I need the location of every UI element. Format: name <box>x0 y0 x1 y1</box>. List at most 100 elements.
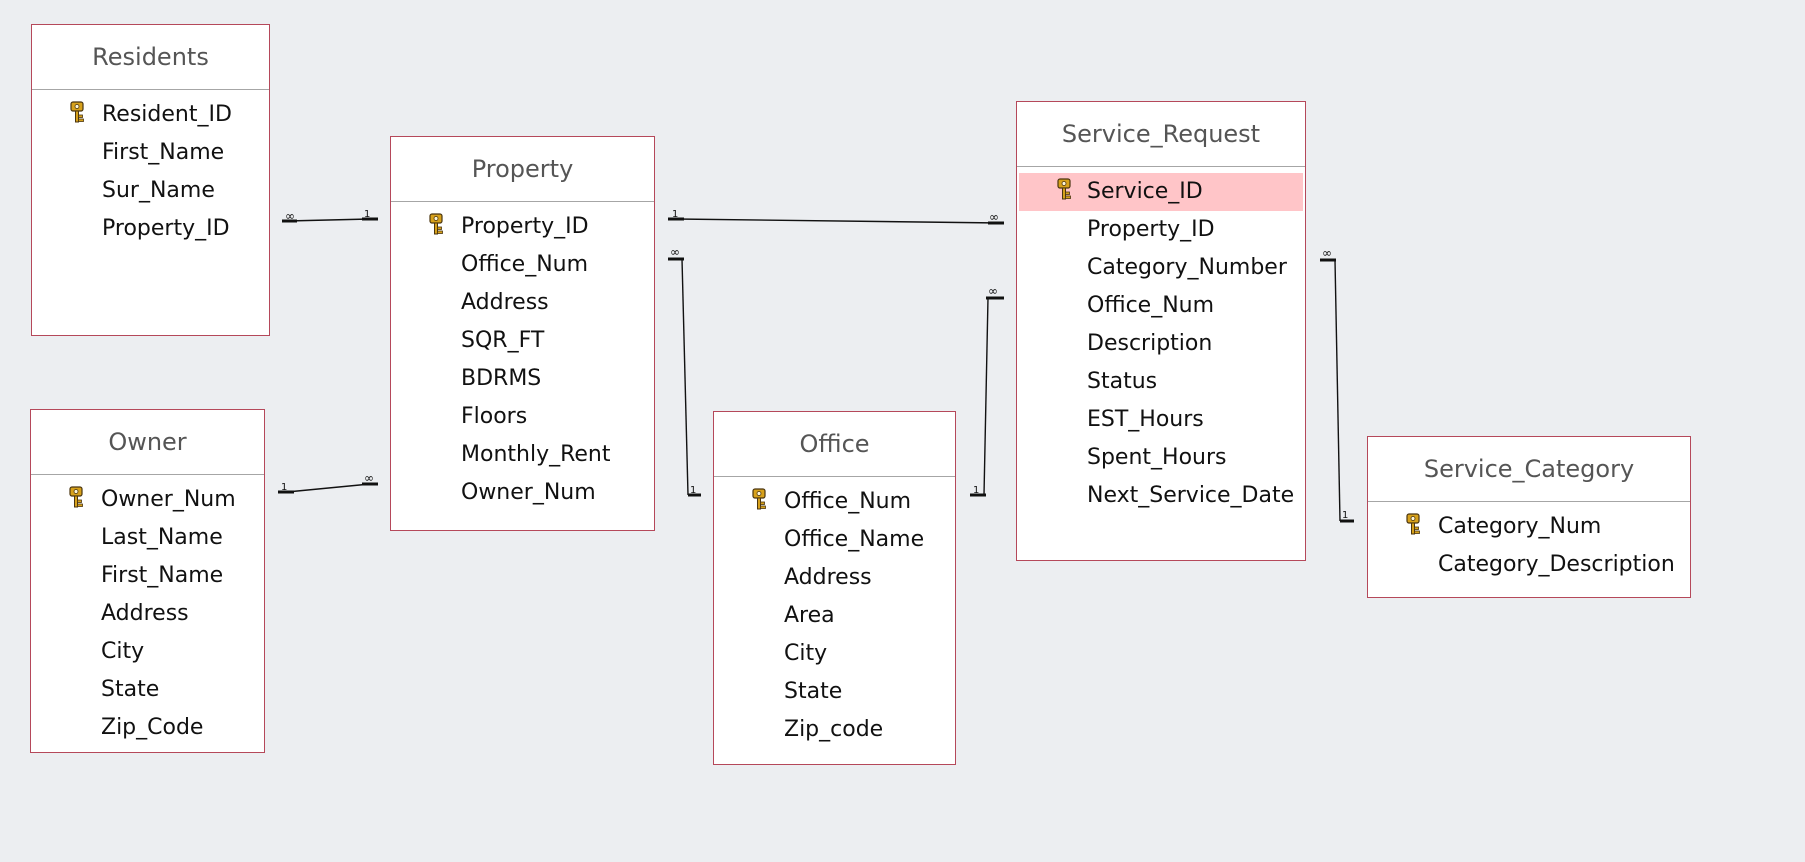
field-sur-name[interactable]: Sur_Name <box>32 172 269 210</box>
field-label: Spent_Hours <box>1087 445 1227 470</box>
field-status[interactable]: Status <box>1017 363 1305 401</box>
field-owner-num[interactable]: Owner_Num <box>391 474 654 512</box>
service-request-service-category-line[interactable] <box>1334 259 1341 522</box>
primary-key-icon <box>1406 513 1420 535</box>
office-one-symbol: 1 <box>690 485 696 496</box>
property-table[interactable]: Property Property_ID Office_Num Address … <box>390 136 655 531</box>
primary-key-icon <box>1057 178 1071 200</box>
field-category-description[interactable]: Category_Description <box>1368 546 1690 584</box>
field-label: Address <box>461 290 549 315</box>
field-floors[interactable]: Floors <box>391 398 654 436</box>
field-city[interactable]: City <box>714 635 955 673</box>
field-label: Floors <box>461 404 528 429</box>
service-request-many-symbol-2: ∞ <box>988 284 998 298</box>
field-label: Category_Number <box>1087 255 1287 280</box>
field-property-id[interactable]: Property_ID <box>1017 211 1305 249</box>
office-one-symbol-2: 1 <box>973 485 979 496</box>
field-label: Monthly_Rent <box>461 442 611 467</box>
field-label: Property_ID <box>102 216 230 241</box>
field-label: Owner_Num <box>461 480 596 505</box>
office-service-request-line[interactable] <box>983 297 989 496</box>
table-title[interactable]: Residents <box>32 25 269 90</box>
service-category-table[interactable]: Service_Category Category_Num Category_D… <box>1367 436 1691 598</box>
field-area[interactable]: Area <box>714 597 955 635</box>
residents-table[interactable]: Residents Resident_ID First_Name Sur_Nam… <box>31 24 270 336</box>
field-address[interactable]: Address <box>391 284 654 322</box>
field-property-id[interactable]: Property_ID <box>391 208 654 246</box>
field-label: Address <box>101 601 189 626</box>
field-office-name[interactable]: Office_Name <box>714 521 955 559</box>
field-label: Office_Num <box>784 489 912 514</box>
field-label: First_Name <box>101 563 224 588</box>
field-first-name[interactable]: First_Name <box>32 134 269 172</box>
field-zip-code[interactable]: Zip_code <box>714 711 955 749</box>
field-resident-id[interactable]: Resident_ID <box>32 96 269 134</box>
office-table[interactable]: Office Office_Num Office_Name Address Ar… <box>713 411 956 765</box>
field-zip-code[interactable]: Zip_Code <box>31 709 264 747</box>
table-title[interactable]: Service_Request <box>1017 102 1305 167</box>
field-address[interactable]: Address <box>714 559 955 597</box>
field-state[interactable]: State <box>31 671 264 709</box>
field-category-number[interactable]: Category_Number <box>1017 249 1305 287</box>
field-description[interactable]: Description <box>1017 325 1305 363</box>
field-label: BDRMS <box>461 366 542 391</box>
field-property-id[interactable]: Property_ID <box>32 210 269 248</box>
field-label: Owner_Num <box>101 487 236 512</box>
office-service-request-relationship[interactable]: 1 ∞ <box>970 284 1004 497</box>
owner-property-line[interactable] <box>286 483 371 493</box>
field-label: State <box>784 679 843 704</box>
field-list: Property_ID Office_Num Address SQR_FT BD… <box>391 202 654 512</box>
field-label: EST_Hours <box>1087 407 1204 432</box>
table-title[interactable]: Service_Category <box>1368 437 1690 502</box>
property-office-line[interactable] <box>681 258 689 496</box>
property-service-request-line[interactable] <box>675 218 1002 224</box>
field-category-num[interactable]: Category_Num <box>1368 508 1690 546</box>
field-list: Owner_Num Last_Name First_Name Address C… <box>31 475 264 747</box>
field-last-name[interactable]: Last_Name <box>31 519 264 557</box>
field-label: Description <box>1087 331 1213 356</box>
property-service-request-relationship[interactable]: 1 ∞ <box>668 209 1004 225</box>
service-request-table[interactable]: Service_Request Service_ID Property_ID C… <box>1016 101 1306 561</box>
primary-key-icon <box>429 213 443 235</box>
field-city[interactable]: City <box>31 633 264 671</box>
field-service-id[interactable]: Service_ID <box>1019 173 1303 211</box>
owner-table[interactable]: Owner Owner_Num Last_Name First_Name Add… <box>30 409 265 753</box>
residents-property-line[interactable] <box>286 218 371 222</box>
field-label: Last_Name <box>101 525 223 550</box>
field-bdrms[interactable]: BDRMS <box>391 360 654 398</box>
field-office-num[interactable]: Office_Num <box>391 246 654 284</box>
table-title[interactable]: Owner <box>31 410 264 475</box>
owner-property-relationship[interactable]: 1 ∞ <box>278 471 378 494</box>
field-label: Sur_Name <box>102 178 215 203</box>
table-title[interactable]: Property <box>391 137 654 202</box>
service-request-service-category-relationship[interactable]: ∞ 1 <box>1320 246 1354 523</box>
property-office-relationship[interactable]: ∞ 1 <box>668 245 701 497</box>
primary-key-icon <box>69 486 83 508</box>
field-label: SQR_FT <box>461 328 545 353</box>
field-label: Property_ID <box>1087 217 1215 242</box>
field-office-num[interactable]: Office_Num <box>714 483 955 521</box>
field-monthly-rent[interactable]: Monthly_Rent <box>391 436 654 474</box>
primary-key-icon <box>752 488 766 510</box>
field-label: Zip_code <box>784 717 884 742</box>
field-office-num[interactable]: Office_Num <box>1017 287 1305 325</box>
field-state[interactable]: State <box>714 673 955 711</box>
field-owner-num[interactable]: Owner_Num <box>31 481 264 519</box>
field-est-hours[interactable]: EST_Hours <box>1017 401 1305 439</box>
residents-property-relationship[interactable]: ∞ 1 <box>282 209 378 223</box>
residents-many-symbol: ∞ <box>285 209 295 223</box>
field-label: Office_Name <box>784 527 925 552</box>
field-spent-hours[interactable]: Spent_Hours <box>1017 439 1305 477</box>
field-address[interactable]: Address <box>31 595 264 633</box>
property-many-symbol-2: ∞ <box>670 245 680 259</box>
owner-one-symbol: 1 <box>281 482 287 493</box>
field-label: City <box>101 639 145 664</box>
table-title[interactable]: Office <box>714 412 955 477</box>
field-first-name[interactable]: First_Name <box>31 557 264 595</box>
field-label: Resident_ID <box>102 102 232 127</box>
field-label: Category_Num <box>1438 514 1602 539</box>
field-sqr-ft[interactable]: SQR_FT <box>391 322 654 360</box>
field-label: Property_ID <box>461 214 589 239</box>
field-next-service-date[interactable]: Next_Service_Date <box>1017 477 1305 515</box>
